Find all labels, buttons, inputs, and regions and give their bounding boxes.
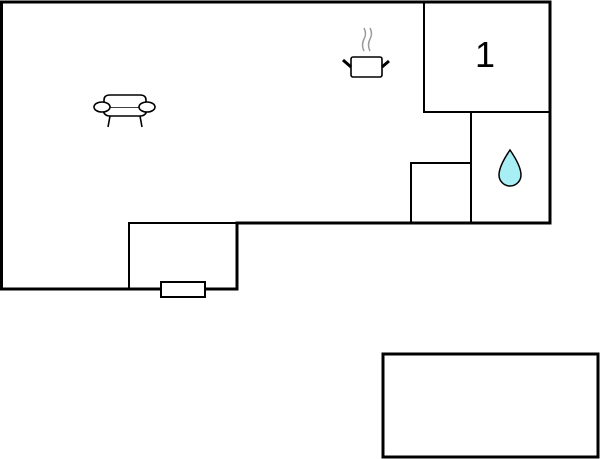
cooking-pot-icon (342, 27, 390, 78)
outer-wall (0, 0, 552, 291)
water-drop-icon (498, 148, 522, 187)
room-label: 1 (475, 34, 495, 75)
storage-closet (410, 162, 472, 224)
terrace (381, 352, 600, 459)
window (160, 281, 206, 298)
sofa-icon (93, 94, 156, 128)
